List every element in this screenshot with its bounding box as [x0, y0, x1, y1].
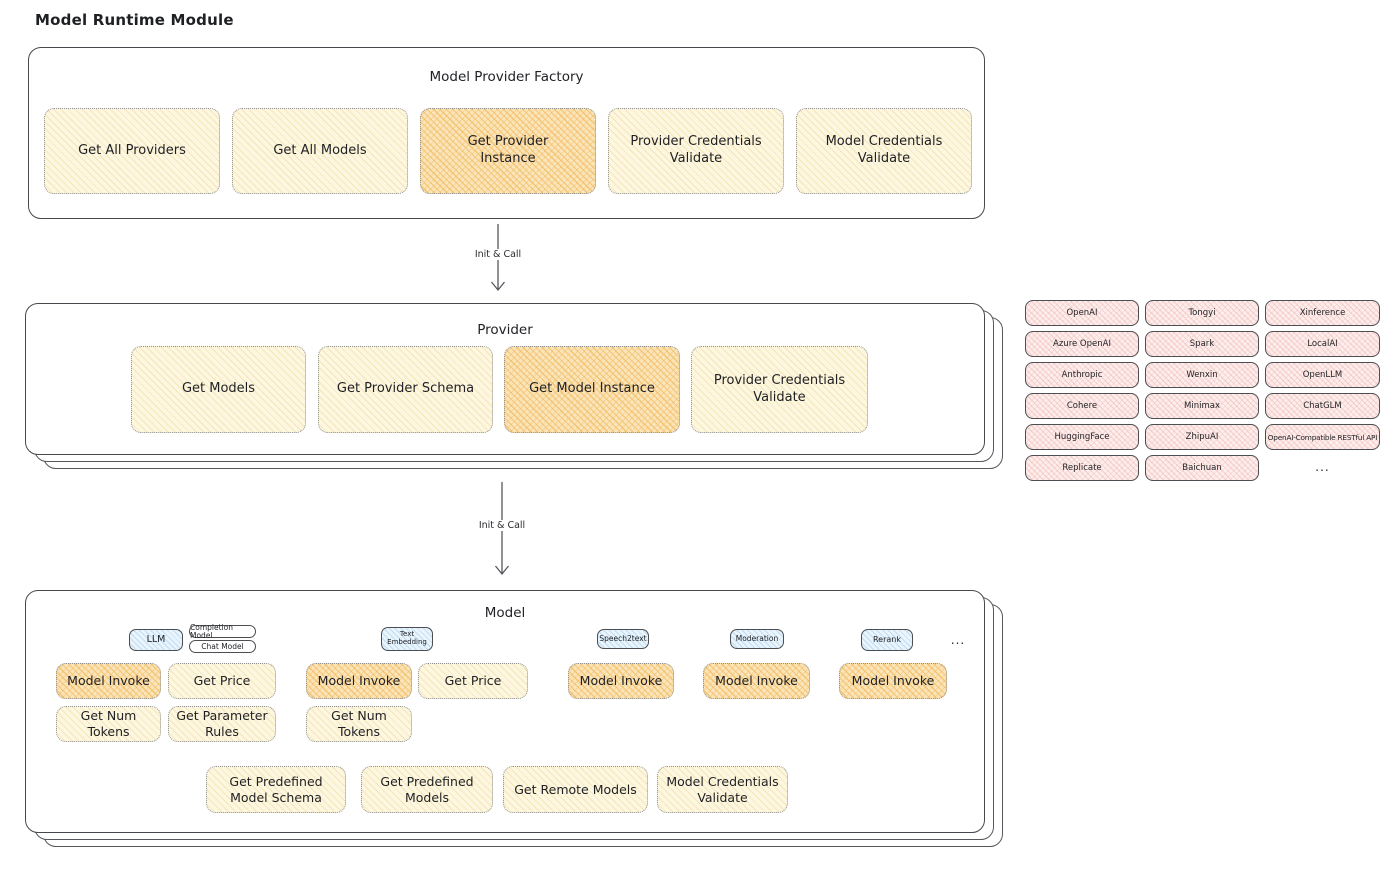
providers-column-3: Xinference LocalAI OpenLLM ChatGLM OpenA… [1265, 300, 1380, 479]
model-container: Model LLM Completion Model Chat Model Te… [25, 590, 985, 833]
provider-chip-replicate: Replicate [1025, 455, 1139, 481]
op-get-all-providers: Get All Providers [44, 108, 220, 194]
factory-title: Model Provider Factory [429, 69, 584, 85]
op-llm-model-invoke: Model Invoke [56, 663, 161, 699]
providers-column-1: OpenAI Azure OpenAI Anthropic Cohere Hug… [1025, 300, 1139, 481]
model-title: Model [484, 605, 526, 621]
factory-container: Model Provider Factory Get All Providers… [28, 47, 985, 219]
provider-chip-openai-compatible: OpenAI-Compatible RESTful API [1265, 424, 1380, 450]
op-embedding-model-invoke: Model Invoke [306, 663, 412, 699]
provider-chip-tongyi: Tongyi [1145, 300, 1259, 326]
op-rerank-model-invoke: Model Invoke [839, 663, 947, 699]
provider-chip-minimax: Minimax [1145, 393, 1259, 419]
provider-container: Provider Get Models Get Provider Schema … [25, 303, 985, 455]
tag-chat-model: Chat Model [189, 640, 256, 653]
provider-chip-openai: OpenAI [1025, 300, 1139, 326]
tag-llm: LLM [129, 629, 183, 651]
op-get-models: Get Models [131, 346, 306, 433]
arrow-down-icon [494, 482, 510, 576]
provider-title: Provider [477, 322, 533, 338]
op-model-credentials-validate: Model Credentials Validate [796, 108, 972, 194]
tag-speech2text: Speech2text [597, 629, 649, 649]
provider-chip-zhipuai: ZhipuAI [1145, 424, 1259, 450]
op-moderation-model-invoke: Model Invoke [703, 663, 810, 699]
providers-column-2: Tongyi Spark Wenxin Minimax ZhipuAI Baic… [1145, 300, 1259, 481]
provider-chip-cohere: Cohere [1025, 393, 1139, 419]
tag-completion-model: Completion Model [189, 624, 256, 639]
tag-rerank: Rerank [861, 629, 913, 651]
provider-chip-azure-openai: Azure OpenAI [1025, 331, 1139, 357]
op-get-predefined-model-schema: Get Predefined Model Schema [206, 766, 346, 813]
arrow-down-icon [490, 224, 506, 292]
tag-moderation: Moderation [730, 629, 784, 649]
op-get-model-instance: Get Model Instance [504, 346, 680, 433]
provider-chip-huggingface: HuggingFace [1025, 424, 1139, 450]
op-get-remote-models: Get Remote Models [503, 766, 648, 813]
provider-chip-localai: LocalAI [1265, 331, 1380, 357]
op-llm-get-parameter-rules: Get Parameter Rules [168, 706, 276, 742]
provider-chip-openllm: OpenLLM [1265, 362, 1380, 388]
op-speech2text-model-invoke: Model Invoke [568, 663, 674, 699]
op-model-credentials-validate-2: Model Credentials Validate [657, 766, 788, 813]
op-get-predefined-models: Get Predefined Models [361, 766, 493, 813]
provider-chip-spark: Spark [1145, 331, 1259, 357]
provider-chip-chatglm: ChatGLM [1265, 393, 1380, 419]
provider-chip-xinference: Xinference [1265, 300, 1380, 326]
provider-chip-wenxin: Wenxin [1145, 362, 1259, 388]
arrow1-label: Init & Call [470, 249, 526, 260]
op-embedding-get-price: Get Price [418, 663, 528, 699]
op-get-provider-schema: Get Provider Schema [318, 346, 493, 433]
op-embedding-get-num-tokens: Get Num Tokens [306, 706, 412, 742]
op-llm-get-num-tokens: Get Num Tokens [56, 706, 161, 742]
model-more-ellipsis: ... [950, 633, 966, 647]
tag-text-embedding: Text Embedding [381, 627, 433, 651]
arrow2-label: Init & Call [474, 520, 530, 531]
op-provider-credentials-validate-2: Provider Credentials Validate [691, 346, 868, 433]
op-llm-get-price: Get Price [168, 663, 276, 699]
op-provider-credentials-validate: Provider Credentials Validate [608, 108, 784, 194]
page-title: Model Runtime Module [35, 11, 234, 29]
provider-chip-anthropic: Anthropic [1025, 362, 1139, 388]
op-get-all-models: Get All Models [232, 108, 408, 194]
op-get-provider-instance: Get Provider Instance [420, 108, 596, 194]
provider-chip-baichuan: Baichuan [1145, 455, 1259, 481]
providers-more-ellipsis: ... [1315, 460, 1330, 474]
